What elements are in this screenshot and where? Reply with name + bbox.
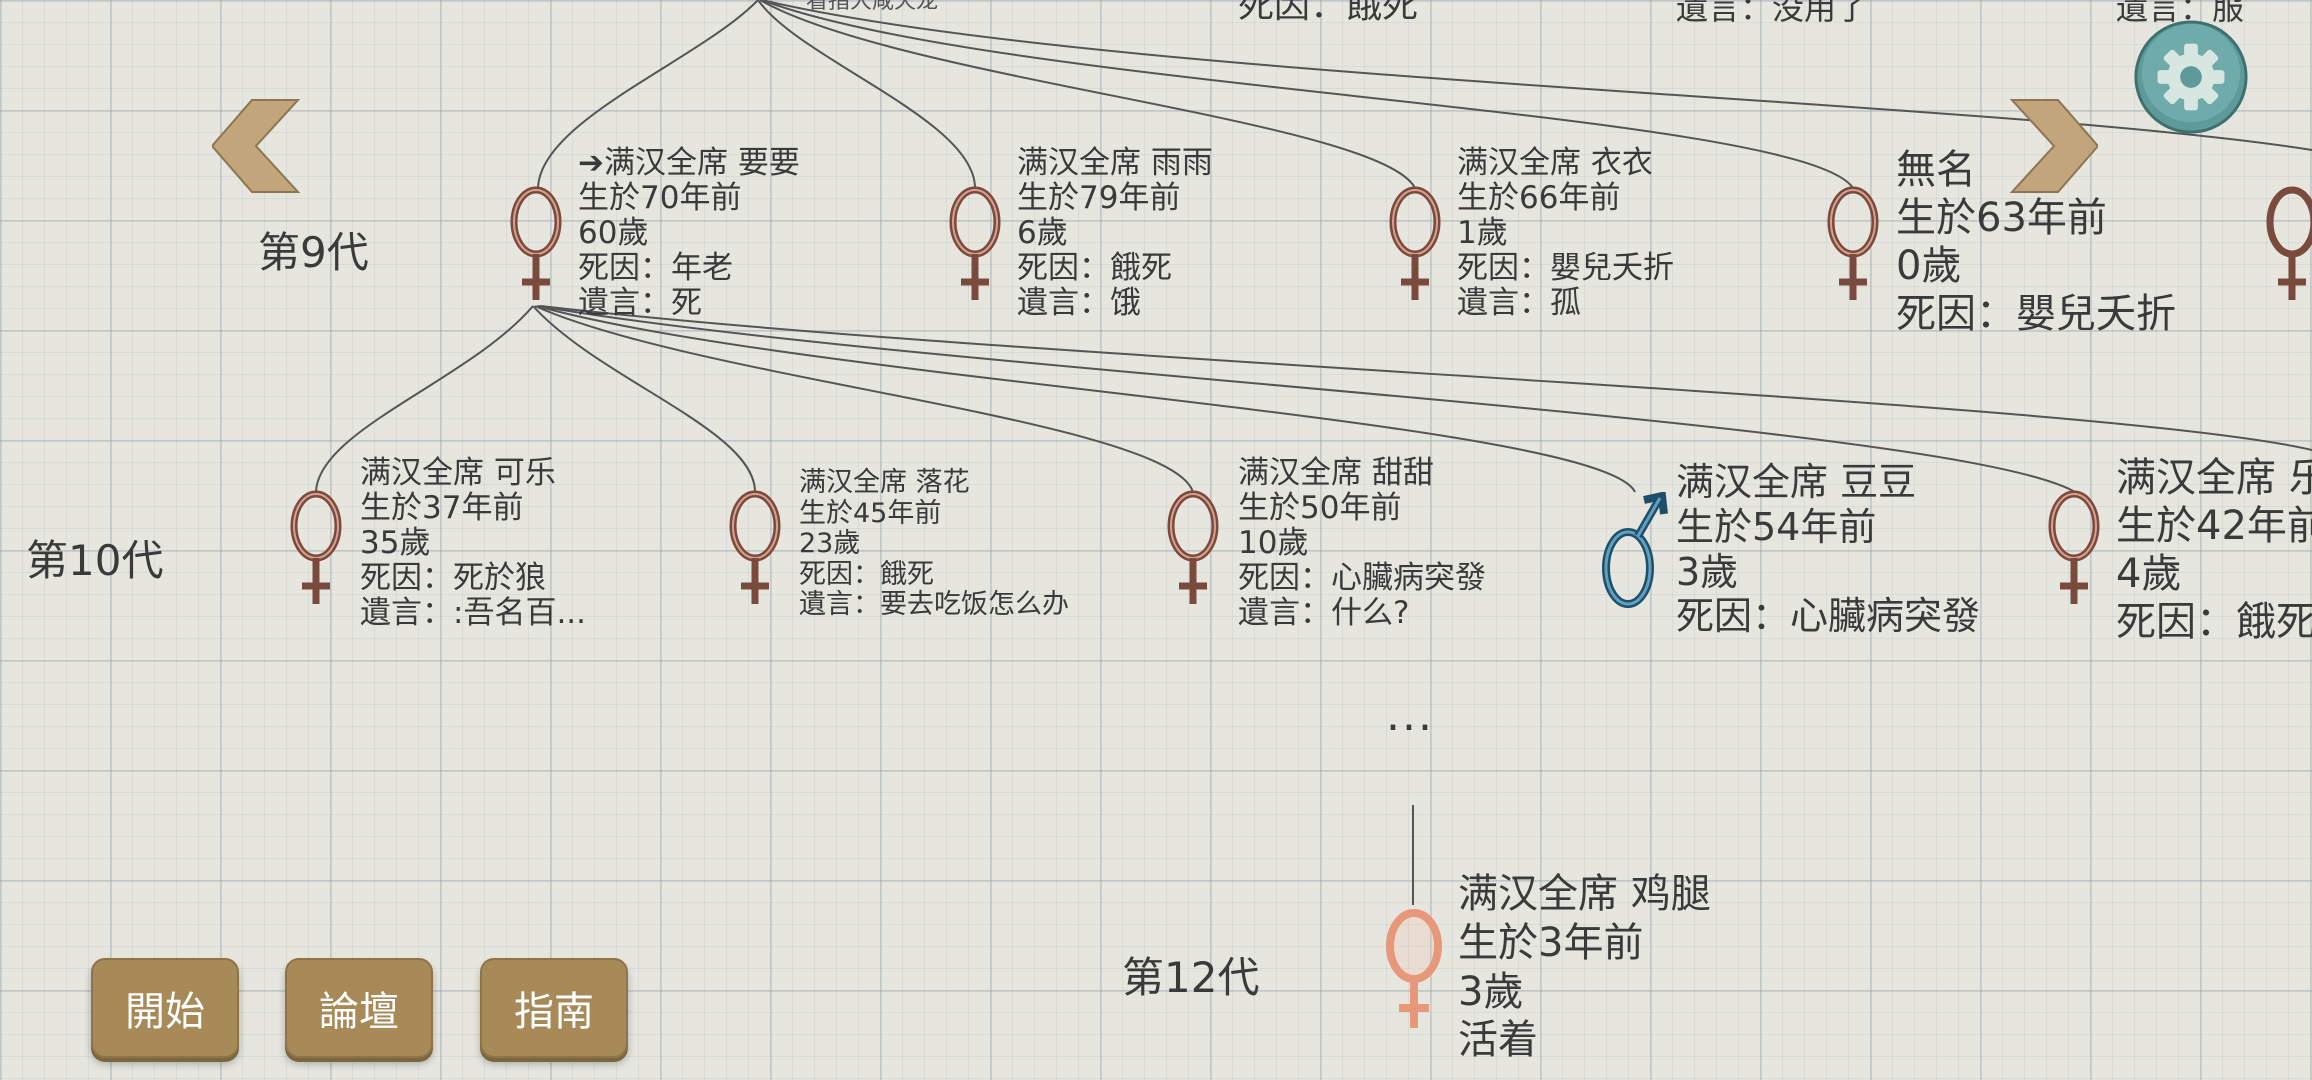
person-birth: 生於79年前 bbox=[1017, 180, 1181, 217]
forum-button[interactable]: 論壇 bbox=[285, 958, 433, 1058]
person-age: 6歲 bbox=[1017, 215, 1068, 252]
person-birth: 生於45年前 bbox=[799, 497, 942, 529]
top-caption: 看指大咸天龙 bbox=[806, 0, 939, 14]
person-age: 0歲 bbox=[1896, 243, 1962, 289]
person-status: 活着 bbox=[1458, 1017, 1538, 1064]
person-age: 10歲 bbox=[1238, 525, 1309, 562]
female-symbol-icon bbox=[1827, 186, 1879, 300]
person-birth: 生於3年前 bbox=[1458, 919, 1644, 966]
person-cause: 死因：餓死 bbox=[799, 558, 934, 590]
female-symbol-icon bbox=[2048, 490, 2100, 604]
top-will-text: 遺言：没用了 bbox=[1676, 0, 1869, 27]
female-symbol-icon bbox=[2266, 186, 2312, 300]
person-will: 遺言：要去吃饭怎么办 bbox=[799, 589, 1069, 620]
person-birth: 生於37年前 bbox=[360, 490, 524, 527]
person-name: ➔满汉全席 要要 bbox=[578, 145, 800, 181]
person-name: 满汉全席 鸡腿 bbox=[1458, 871, 1711, 917]
person-cause: 死因：死於狼 bbox=[360, 560, 546, 597]
person-age: 60歲 bbox=[578, 215, 649, 252]
female-symbol-icon bbox=[949, 186, 1001, 300]
person-name: 满汉全席 豆豆 bbox=[1676, 460, 1917, 504]
person-birth: 生於70年前 bbox=[578, 180, 742, 217]
person-birth: 生於54年前 bbox=[1676, 504, 1877, 549]
person-name: 满汉全席 雨雨 bbox=[1017, 145, 1213, 181]
person-will: 遺言：:吾名百... bbox=[360, 595, 587, 632]
female-symbol-icon bbox=[290, 490, 342, 604]
gear-icon[interactable] bbox=[2132, 18, 2250, 136]
person-age: 23歲 bbox=[799, 528, 861, 559]
person-cause: 死因：餓死 bbox=[1017, 250, 1172, 287]
person-age: 35歲 bbox=[360, 525, 431, 562]
female-symbol-icon bbox=[1167, 490, 1219, 604]
person-name: 無名 bbox=[1896, 147, 1976, 193]
person-cause: 死因：嬰兒夭折 bbox=[1896, 291, 2176, 337]
person-will: 遺言：什么? bbox=[1238, 595, 1410, 632]
chevron-right-icon[interactable] bbox=[1998, 96, 2098, 196]
female-symbol-icon bbox=[1386, 909, 1442, 1028]
person-birth: 生於63年前 bbox=[1896, 195, 2107, 241]
person-will: 遺言：饿 bbox=[1017, 285, 1141, 322]
person-age: 3歲 bbox=[1458, 968, 1524, 1015]
chevron-left-icon[interactable] bbox=[212, 96, 312, 196]
person-name: 满汉全席 衣衣 bbox=[1457, 145, 1653, 181]
guide-button[interactable]: 指南 bbox=[480, 958, 628, 1058]
person-cause: 死因：心臟病突發 bbox=[1238, 560, 1486, 597]
more-generations-indicator: ... bbox=[1386, 690, 1434, 741]
person-age: 1歲 bbox=[1457, 215, 1508, 252]
person-will: 遺言：孤 bbox=[1457, 285, 1581, 322]
person-birth: 生於66年前 bbox=[1457, 180, 1621, 217]
person-will: 遺言：死 bbox=[578, 285, 702, 322]
person-cause: 死因：年老 bbox=[578, 250, 733, 287]
generation-label: 第10代 bbox=[26, 536, 164, 585]
generation-label: 第9代 bbox=[258, 228, 369, 277]
female-symbol-icon bbox=[510, 186, 562, 300]
person-name: 满汉全席 乐 bbox=[2116, 455, 2312, 501]
person-cause: 死因：餓死 bbox=[2116, 599, 2312, 645]
female-symbol-icon bbox=[1389, 186, 1441, 300]
person-birth: 生於50年前 bbox=[1238, 490, 1402, 527]
person-name: 满汉全席 落花 bbox=[799, 467, 970, 498]
person-name: 满汉全席 甜甜 bbox=[1238, 455, 1434, 491]
generation-label: 第12代 bbox=[1122, 953, 1260, 1002]
male-symbol-icon bbox=[1602, 492, 1668, 608]
person-birth: 生於42年前 bbox=[2116, 503, 2312, 549]
start-button[interactable]: 開始 bbox=[91, 958, 239, 1058]
top-cause-text: 死因：餓死 bbox=[1238, 0, 1419, 26]
person-cause: 死因：心臟病突發 bbox=[1676, 594, 1981, 639]
person-age: 3歲 bbox=[1676, 549, 1739, 594]
person-age: 4歲 bbox=[2116, 551, 2182, 597]
person-name: 满汉全席 可乐 bbox=[360, 455, 556, 491]
person-cause: 死因：嬰兒夭折 bbox=[1457, 250, 1674, 287]
female-symbol-icon bbox=[729, 490, 781, 604]
